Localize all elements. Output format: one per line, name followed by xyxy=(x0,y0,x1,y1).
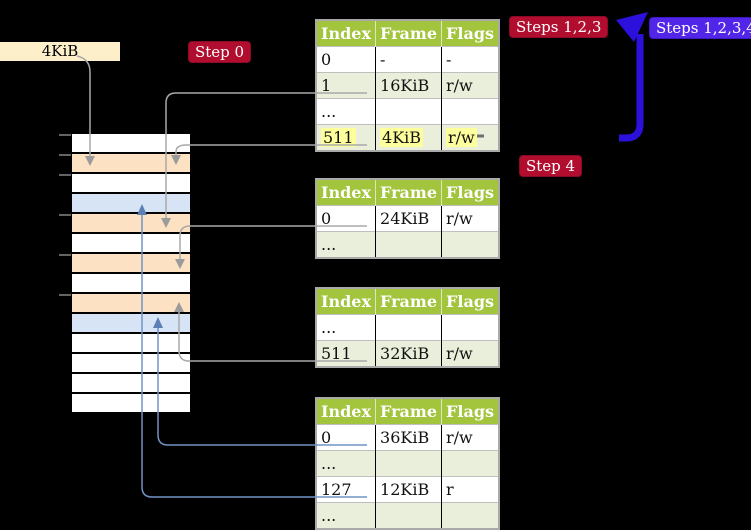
highlighted-value: r/w xyxy=(446,128,477,147)
column-header-index: Index xyxy=(316,20,377,47)
table-cell: ... xyxy=(316,98,377,125)
memory-tick-marks xyxy=(59,134,71,296)
memory-frame-row-1 xyxy=(72,154,190,172)
table-cell: ... xyxy=(316,231,377,258)
column-header-index: Index xyxy=(316,179,377,206)
table-cell xyxy=(441,314,500,341)
table-row: ... xyxy=(316,502,500,529)
memory-frame-row-11 xyxy=(72,354,190,372)
memory-frame-row-12 xyxy=(72,374,190,392)
table-cell: 12KiB xyxy=(375,476,443,503)
page-size-label: 4KiB xyxy=(0,42,120,61)
table-cell xyxy=(441,231,500,258)
table-row: ... xyxy=(316,98,500,125)
steps123-badge: Steps 1,2,3 xyxy=(509,16,609,38)
table-cell xyxy=(375,450,443,477)
table-cell xyxy=(375,502,443,529)
column-header-frame: Frame xyxy=(375,179,443,206)
table-cell: r/w xyxy=(441,124,500,151)
column-header-index: Index xyxy=(316,398,377,425)
table-cell: 0 xyxy=(316,424,377,451)
highlighted-value: 4KiB xyxy=(380,128,424,147)
table-cell xyxy=(375,98,443,125)
column-header-flags: Flags xyxy=(441,20,500,47)
memory-frame-row-0 xyxy=(72,134,190,152)
table-cell: r/w xyxy=(441,340,500,367)
table-cell: r/w xyxy=(441,72,500,99)
table-cell: 1 xyxy=(316,72,377,99)
table-cell: 127 xyxy=(316,476,377,503)
column-header-flags: Flags xyxy=(441,398,500,425)
table-cell: 32KiB xyxy=(375,340,443,367)
column-header-frame: Frame xyxy=(375,20,443,47)
table-cell xyxy=(375,314,443,341)
table-cell xyxy=(375,231,443,258)
table-cell xyxy=(441,502,500,529)
column-header-flags: Flags xyxy=(441,179,500,206)
table-row: ... xyxy=(316,231,500,258)
table-cell: 24KiB xyxy=(375,205,443,232)
step4-badge: Step 4 xyxy=(519,155,583,177)
table-cell: r xyxy=(441,476,500,503)
memory-frame-row-6 xyxy=(72,254,190,272)
step0-badge: Step 0 xyxy=(188,41,252,63)
memory-frame-row-10 xyxy=(72,334,190,352)
table-cell: - xyxy=(375,46,443,73)
table-row: 511 4KiB r/w xyxy=(316,124,500,151)
column-header-flags: Flags xyxy=(441,288,500,315)
table-cell: 4KiB xyxy=(375,124,443,151)
table-cell: r/w xyxy=(441,205,500,232)
column-header-frame: Frame xyxy=(375,398,443,425)
table-cell: 36KiB xyxy=(375,424,443,451)
memory-frame-row-4 xyxy=(72,214,190,232)
table-cell xyxy=(441,450,500,477)
table-row: 0-- xyxy=(316,46,500,73)
memory-frame-row-2 xyxy=(72,174,190,192)
memory-frame-row-13 xyxy=(72,394,190,412)
table-cell: 511 xyxy=(316,124,377,151)
memory-frame-row-8 xyxy=(72,294,190,312)
column-header-index: Index xyxy=(316,288,377,315)
steps-loop-arrow xyxy=(616,12,648,142)
memory-frame-row-9 xyxy=(72,314,190,332)
table-cell: ... xyxy=(316,450,377,477)
table-cell: 0 xyxy=(316,205,377,232)
table-cell: 0 xyxy=(316,46,377,73)
memory-frame-row-5 xyxy=(72,234,190,252)
memory-frame-row-7 xyxy=(72,274,190,292)
table-cell: ... xyxy=(316,502,377,529)
memory-frame-row-3 xyxy=(72,194,190,212)
table-row: ... xyxy=(316,314,500,341)
steps1234-badge: Steps 1,2,3,4 xyxy=(649,17,751,39)
table-cell: - xyxy=(441,46,500,73)
table-cell: 511 xyxy=(316,340,377,367)
table-cell: 16KiB xyxy=(375,72,443,99)
table-cell: ... xyxy=(316,314,377,341)
memory-stack xyxy=(72,134,190,414)
table-row: ... xyxy=(316,450,500,477)
table-cell xyxy=(441,98,500,125)
column-header-frame: Frame xyxy=(375,288,443,315)
highlighted-value: 511 xyxy=(321,128,356,147)
table-cell: r/w xyxy=(441,424,500,451)
